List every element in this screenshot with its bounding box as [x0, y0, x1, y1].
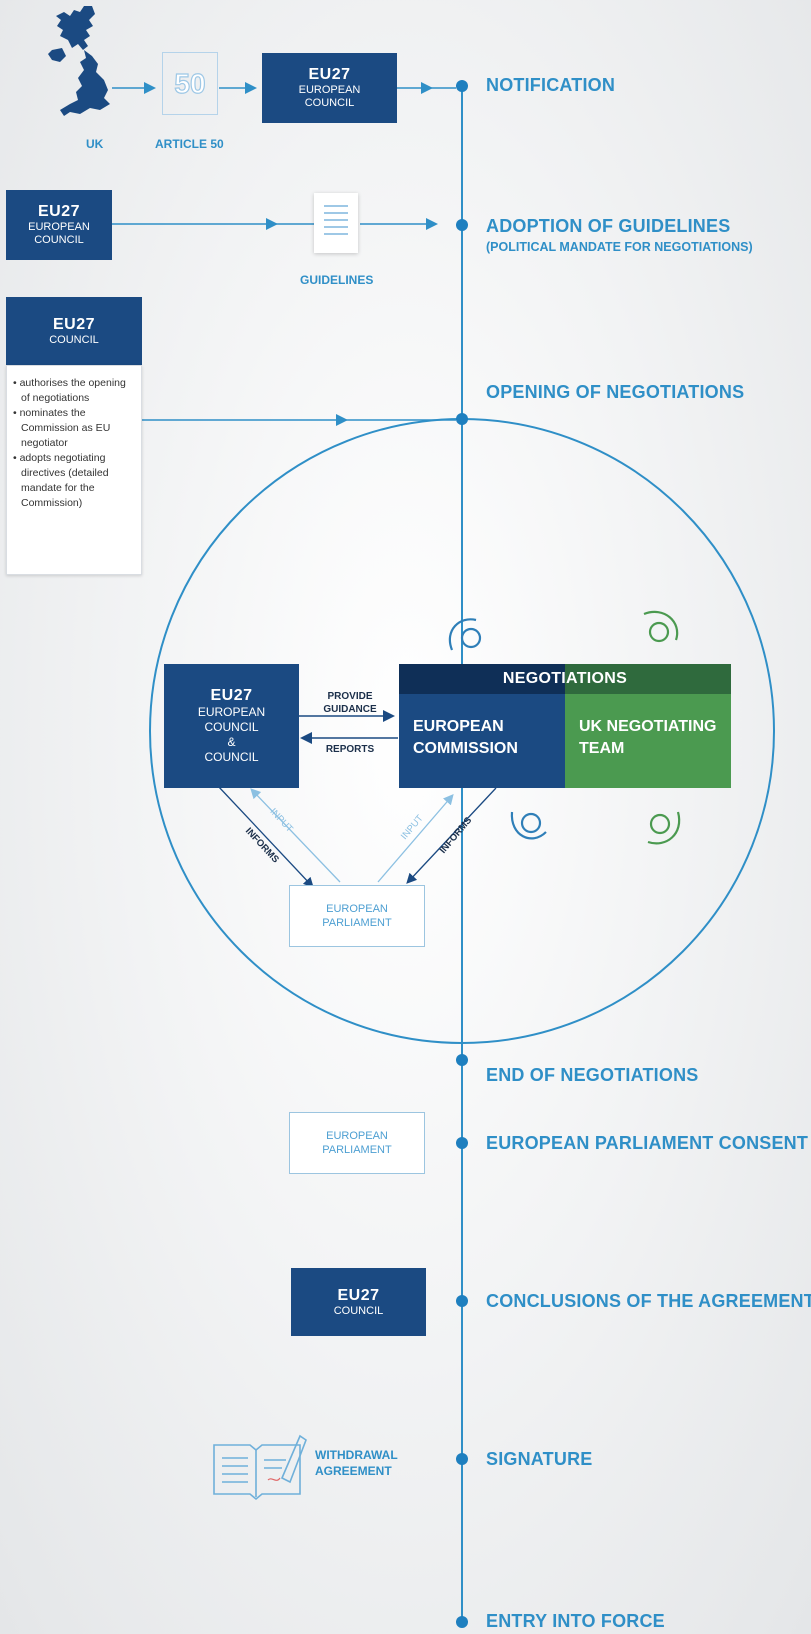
- step-notification: NOTIFICATION: [486, 75, 616, 95]
- council-mandate-list: • authorises the opening of negotiations…: [6, 365, 142, 575]
- box-line: COUNCIL: [204, 720, 259, 734]
- european-commission-box: EUROPEAN COMMISSION: [399, 694, 565, 788]
- negotiations-title: NEGOTIATIONS: [502, 670, 628, 687]
- box-title: EU27: [308, 66, 351, 83]
- box-line: &: [227, 735, 236, 749]
- step-conclusions: CONCLUSIONS OF THE AGREEMENT: [486, 1291, 811, 1311]
- reports-label: REPORTS: [325, 744, 375, 755]
- mandate-item: • authorises the opening of negotiations: [13, 377, 126, 404]
- book-icon: [213, 1434, 307, 1501]
- box-line: COUNCIL: [204, 750, 259, 764]
- step-parliament-consent: EUROPEAN PARLIAMENT CONSENT: [486, 1133, 809, 1153]
- step-end-negotiations: END OF NEGOTIATIONS: [486, 1065, 699, 1085]
- eu27-european-council-box-2: EU27 EUROPEAN COUNCIL: [6, 190, 112, 260]
- box-line: EUROPEAN: [326, 903, 388, 915]
- eu27-council-box-2: EU27 COUNCIL: [291, 1268, 426, 1336]
- article-number: 50: [174, 67, 206, 99]
- box-line: PARLIAMENT: [322, 917, 392, 929]
- box-line: EUROPEAN: [28, 221, 90, 233]
- box-title: EU27: [37, 203, 81, 220]
- box-title: EU27: [210, 687, 253, 704]
- box-line: COUNCIL: [34, 234, 84, 246]
- eu27-council-and-european-council-box: EU27 EUROPEAN COUNCIL & COUNCIL: [164, 664, 299, 788]
- step-adoption-sublabel: (POLITICAL MANDATE FOR NEGOTIATIONS): [486, 240, 753, 254]
- european-parliament-box-2: EUROPEAN PARLIAMENT: [289, 1112, 425, 1174]
- step-opening-negotiations: OPENING OF NEGOTIATIONS: [486, 382, 745, 402]
- guidelines-label: GUIDELINES: [300, 273, 374, 287]
- box-line: EUROPEAN: [298, 84, 361, 96]
- box-title: EU27: [52, 315, 96, 333]
- step-signature: SIGNATURE: [486, 1449, 593, 1469]
- step-entry-into-force: ENTRY INTO FORCE: [486, 1611, 665, 1631]
- box-line: PARLIAMENT: [322, 1144, 392, 1156]
- box-title: EU27: [337, 1286, 380, 1304]
- withdrawal-agreement-label: WITHDRAWAL AGREEMENT: [315, 1448, 398, 1478]
- uk-negotiating-team-box: UK NEGOTIATING TEAM: [565, 694, 731, 788]
- negotiation-swirl-icons: [448, 610, 681, 845]
- uk-label: UK: [86, 137, 104, 151]
- article-50-label: ARTICLE 50: [155, 137, 224, 151]
- guidelines-document-icon: [314, 193, 358, 253]
- mandate-item: • nominates the Commission as EU negotia…: [13, 407, 111, 449]
- negotiations-header: NEGOTIATIONS: [399, 664, 731, 694]
- eu27-european-council-box: EU27 EUROPEAN COUNCIL: [262, 53, 397, 123]
- box-line: COUNCIL: [304, 97, 355, 109]
- article-50-icon: 50: [162, 52, 218, 115]
- provide-guidance-label: PROVIDE GUIDANCE: [323, 691, 377, 715]
- step-adoption-guidelines: ADOPTION OF GUIDELINES: [486, 216, 731, 236]
- mandate-item: • adopts negotiating directives (detaile…: [13, 452, 109, 509]
- box-line: COUNCIL: [333, 1304, 384, 1317]
- box-line: EUROPEAN: [197, 705, 266, 719]
- uk-map-icon: [48, 6, 110, 116]
- box-line: COUNCIL: [49, 333, 99, 346]
- timeline-dots: [456, 80, 468, 1628]
- box-line: EUROPEAN: [326, 1130, 388, 1142]
- eu27-council-box: EU27 COUNCIL: [6, 297, 142, 365]
- european-parliament-box: EUROPEAN PARLIAMENT: [289, 885, 425, 947]
